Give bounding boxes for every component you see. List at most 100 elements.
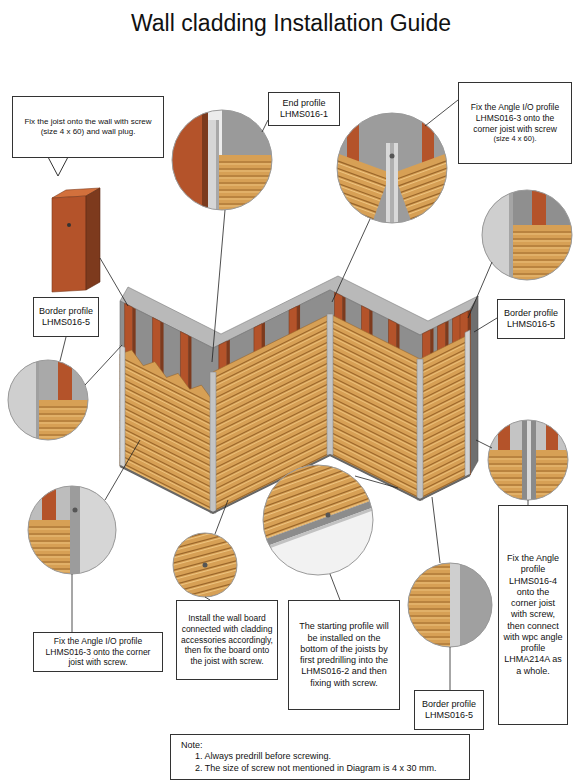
board-highlight — [420, 356, 470, 381]
plank-groove — [164, 564, 251, 587]
plank-highlight — [483, 501, 523, 502]
plank-highlight — [483, 459, 523, 460]
plank-highlight — [321, 157, 387, 181]
plank-highlight — [309, 190, 375, 214]
plank-groove — [168, 578, 255, 601]
plank-surface — [483, 450, 523, 505]
callout-text: Border profile LHMS016-5 — [419, 699, 479, 722]
wood-planks — [536, 450, 576, 505]
plank-groove — [22, 568, 72, 569]
plank-groove — [400, 594, 450, 595]
board-groove — [213, 348, 330, 406]
detail-view — [483, 415, 576, 505]
plank-groove — [483, 463, 523, 464]
board-highlight — [330, 420, 420, 465]
plank-groove — [483, 484, 523, 485]
leader-line — [105, 440, 140, 500]
joist — [532, 190, 546, 225]
plank-highlight — [400, 597, 450, 598]
board-groove — [213, 341, 330, 399]
plank-highlight — [536, 487, 576, 488]
plank-highlight — [38, 409, 88, 410]
border-profile-edge — [36, 360, 39, 440]
plank-groove — [313, 182, 379, 206]
callout-text: The starting profile will be installed o… — [293, 621, 395, 689]
detail-view — [482, 190, 572, 285]
leader-line — [215, 500, 228, 534]
cladding-board — [420, 334, 470, 500]
board-highlight — [420, 426, 470, 451]
angle-profile-face — [80, 486, 120, 576]
callout-text: End profile LHMS016-1 — [273, 98, 335, 121]
plank-groove — [512, 273, 572, 274]
board-groove — [120, 392, 213, 439]
plank-highlight — [536, 466, 576, 467]
plank-highlight — [218, 206, 278, 207]
joist — [546, 415, 558, 450]
border-profile — [120, 345, 125, 469]
board-groove — [213, 355, 330, 413]
board-highlight — [120, 436, 213, 483]
leader-line — [332, 219, 370, 302]
leader-line — [425, 100, 458, 126]
plank-highlight — [536, 459, 576, 460]
plank-highlight — [22, 536, 72, 537]
board-highlight — [330, 385, 420, 430]
board-groove — [120, 413, 213, 460]
board-highlight — [420, 384, 470, 409]
plank-highlight — [317, 170, 383, 194]
board-highlight — [420, 398, 470, 423]
plank-highlight — [156, 532, 243, 555]
callout-text: Fix the Angle I/O profile LHMS016-3 onto… — [463, 102, 567, 134]
plank-groove — [38, 406, 88, 407]
plank-groove — [408, 188, 474, 212]
board-highlight — [330, 329, 420, 374]
board-highlight — [330, 357, 420, 402]
plank-highlight — [218, 213, 278, 214]
plank-highlight — [226, 446, 376, 501]
plank-groove — [22, 554, 72, 555]
plank-highlight — [38, 430, 88, 431]
detail-view — [8, 360, 88, 440]
plank-groove — [218, 168, 278, 169]
plank-groove — [317, 168, 383, 192]
board-groove — [120, 420, 213, 467]
plank-groove — [512, 245, 572, 246]
board-highlight — [420, 342, 470, 367]
plank-highlight — [483, 494, 523, 495]
plank-groove — [400, 636, 450, 637]
plank-highlight — [399, 164, 465, 188]
plank-groove — [536, 456, 576, 457]
board-groove — [213, 411, 330, 469]
plank-highlight — [483, 480, 523, 481]
detail-view — [172, 110, 278, 215]
screw — [326, 513, 331, 518]
board-highlight — [330, 336, 420, 381]
screw — [390, 154, 395, 159]
angle-profile — [386, 143, 398, 228]
plank-highlight — [319, 164, 385, 188]
plank-highlight — [414, 203, 480, 227]
joist-front — [52, 196, 86, 292]
leader-line — [330, 574, 340, 600]
board-groove — [213, 369, 330, 427]
angle-profile — [522, 415, 536, 505]
angle-profile — [327, 314, 333, 455]
detail-view — [215, 417, 396, 575]
plank-groove — [400, 580, 450, 581]
callout-text: Install the wall board connected with cl… — [181, 613, 273, 666]
plank-groove — [400, 622, 450, 623]
board-highlight — [330, 392, 420, 437]
screw-hole — [67, 223, 71, 227]
plank-groove — [218, 196, 278, 197]
plank-groove — [22, 575, 72, 576]
border-profile — [8, 360, 38, 440]
border-profile — [450, 560, 460, 650]
detail-circle — [482, 190, 572, 285]
plank-highlight — [307, 197, 373, 221]
callout-text: (size 4 x 60). — [494, 134, 537, 143]
plank-groove — [152, 517, 239, 540]
plank-surface — [218, 155, 278, 215]
border-profile — [482, 190, 512, 280]
plank-highlight — [483, 473, 523, 474]
